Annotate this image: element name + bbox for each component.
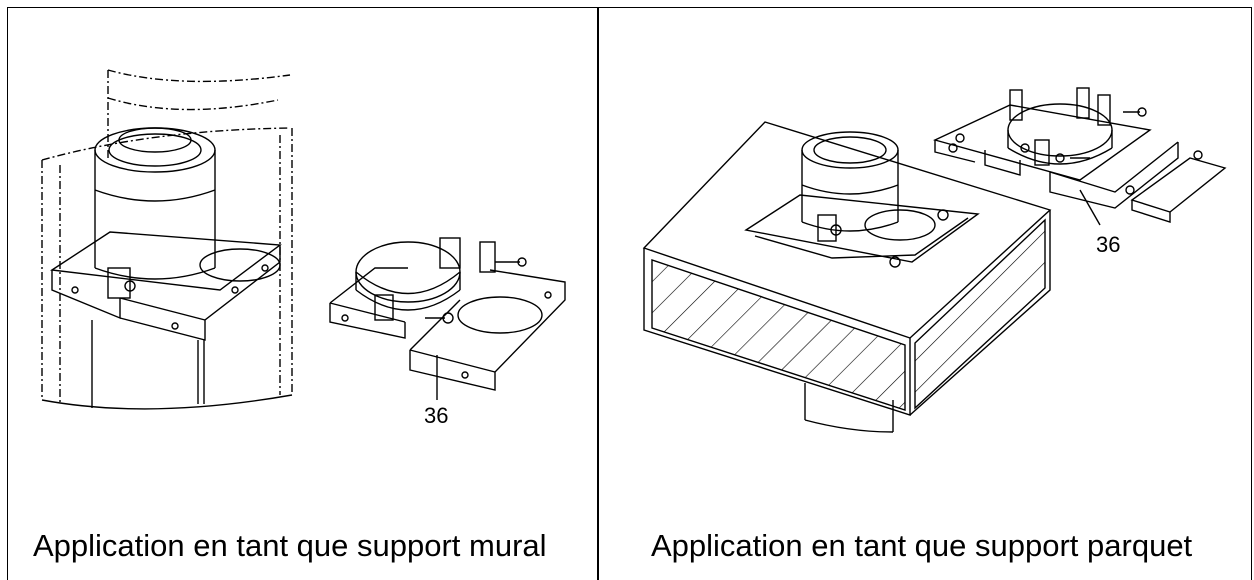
floor-bracket-36: [932, 87, 1227, 226]
wall-bracket-36: [329, 237, 566, 400]
floor-mount-illustration: [642, 121, 1052, 433]
outer-border: [7, 7, 1252, 580]
wall-mount-illustration: [41, 69, 293, 410]
caption-floor-support: Application en tant que support parquet: [651, 528, 1193, 563]
caption-wall-support: Application en tant que support mural: [33, 528, 547, 563]
callout-label-36-right: 36: [1096, 232, 1121, 257]
callout-label-36-left: 36: [424, 403, 449, 428]
panel-divider: [597, 7, 599, 580]
